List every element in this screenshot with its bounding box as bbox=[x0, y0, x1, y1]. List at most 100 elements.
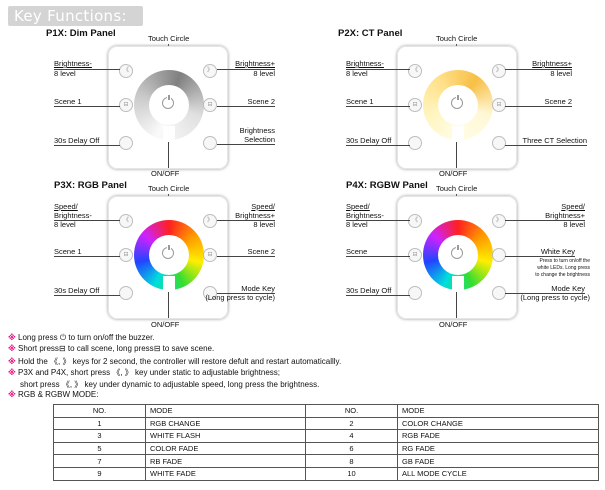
selection-icon[interactable] bbox=[492, 136, 506, 150]
scene-icon: ⊟ bbox=[58, 344, 66, 353]
p4x-left-label-1: Speed/ bbox=[346, 202, 370, 211]
col-mode-2: MODE bbox=[397, 404, 599, 418]
mode-icon[interactable] bbox=[492, 286, 506, 300]
col-mode-1: MODE bbox=[145, 404, 306, 418]
mode-table: NO. MODE NO. MODE 1 RGB CHANGE 2 COLOR C… bbox=[53, 404, 599, 481]
p3x-title: P3X: RGB Panel bbox=[54, 180, 127, 191]
right-arrow-icon: 》 bbox=[62, 357, 71, 366]
p4x-right-label-6: (Long press to cycle) bbox=[520, 293, 590, 302]
p4x-left-label-3: 8 level bbox=[346, 220, 368, 229]
p1x-right-label-1: Brightness+ bbox=[235, 59, 275, 68]
col-no-2: NO. bbox=[305, 404, 398, 418]
p3x-onoff-label: ON/OFF bbox=[151, 320, 180, 329]
p2x-right-label-1: Brightness+ bbox=[532, 59, 572, 68]
p1x-right-label-4: Brightness bbox=[239, 126, 275, 135]
power-icon[interactable] bbox=[162, 245, 174, 259]
white-key-icon[interactable] bbox=[492, 248, 506, 262]
p2x-left-label-2: 8 level bbox=[346, 69, 368, 78]
note-scene: ※ Short press⊟ to call scene, long press… bbox=[8, 344, 215, 353]
p2x-right-label-4: Three CT Selection bbox=[522, 136, 587, 145]
col-no-1: NO. bbox=[53, 404, 146, 418]
p3x-left-label-1: Speed/ bbox=[54, 202, 78, 211]
scene-2-icon[interactable]: ⊟ bbox=[203, 98, 217, 112]
p3x-right-label-2: Brightness+ bbox=[235, 211, 275, 220]
left-arrow-icon: 《 bbox=[61, 380, 70, 389]
p1x-touch-ring[interactable] bbox=[134, 70, 204, 142]
section-title: Key Functions: bbox=[14, 7, 127, 25]
table-row: 1 RGB CHANGE 2 COLOR CHANGE bbox=[53, 416, 599, 431]
power-icon[interactable] bbox=[162, 95, 174, 109]
p2x-left-label-1: Brightness- bbox=[346, 59, 384, 68]
right-arrow-icon[interactable]: 》 bbox=[492, 64, 506, 78]
left-arrow-icon[interactable]: 《 bbox=[119, 214, 133, 228]
left-arrow-icon[interactable]: 《 bbox=[408, 214, 422, 228]
p1x-left-label-1: Brightness- bbox=[54, 59, 92, 68]
p2x-touch-circle-label: Touch Circle bbox=[436, 34, 478, 43]
p4x-onoff-label: ON/OFF bbox=[439, 320, 468, 329]
selection-icon[interactable] bbox=[203, 136, 217, 150]
p2x-title: P2X: CT Panel bbox=[338, 28, 403, 39]
p1x-right-label-3: Scene 2 bbox=[247, 97, 275, 106]
note-mode-heading: ※ RGB & RGBW MODE: bbox=[8, 390, 99, 399]
note-restore: ※ Hold the 《, 》 keys for 2 second, the c… bbox=[8, 357, 342, 366]
right-arrow-icon: 》 bbox=[74, 380, 83, 389]
delay-off-icon[interactable] bbox=[119, 286, 133, 300]
delay-off-icon[interactable] bbox=[408, 286, 422, 300]
p3x-left-label-4: Scene 1 bbox=[54, 247, 82, 256]
power-icon: ⏻ bbox=[59, 333, 67, 342]
scene-1-icon[interactable]: ⊟ bbox=[119, 248, 133, 262]
delay-off-icon[interactable] bbox=[119, 136, 133, 150]
p3x-right-label-6: (Long press to cycle) bbox=[205, 293, 275, 302]
p2x-left-label-3: Scene 1 bbox=[346, 97, 374, 106]
delay-off-icon[interactable] bbox=[408, 136, 422, 150]
right-arrow-icon[interactable]: 》 bbox=[203, 214, 217, 228]
p1x-right-label-2: 8 level bbox=[253, 69, 275, 78]
left-arrow-icon: 《 bbox=[50, 357, 59, 366]
p4x-left-label-5: 30s Delay Off bbox=[346, 286, 392, 295]
mode-icon[interactable] bbox=[203, 286, 217, 300]
p4x-right-label-2: Brightness+ bbox=[545, 211, 585, 220]
p4x-right-label-3: 8 level bbox=[563, 220, 585, 229]
right-arrow-icon[interactable]: 》 bbox=[492, 214, 506, 228]
power-icon[interactable] bbox=[451, 245, 463, 259]
p4x-touch-circle-label: Touch Circle bbox=[436, 184, 478, 193]
power-icon[interactable] bbox=[451, 95, 463, 109]
right-arrow-icon[interactable]: 》 bbox=[203, 64, 217, 78]
p3x-right-label-3: 8 level bbox=[253, 220, 275, 229]
p1x-left-label-4: 30s Delay Off bbox=[54, 136, 100, 145]
p4x-title: P4X: RGBW Panel bbox=[346, 180, 428, 191]
left-arrow-icon[interactable]: 《 bbox=[119, 64, 133, 78]
p4x-right-label-4: White Key bbox=[540, 247, 575, 256]
p1x-right-label-5: Selection bbox=[244, 135, 275, 144]
p2x-panel: 《 》 ⊟ ⊟ bbox=[397, 46, 517, 169]
scene-1-icon[interactable]: ⊟ bbox=[408, 98, 422, 112]
table-row: 9 WHITE FADE 10 ALL MODE CYCLE bbox=[53, 466, 599, 481]
p3x-touch-circle-label: Touch Circle bbox=[148, 184, 190, 193]
table-row: 3 WHITE FLASH 4 RGB FADE bbox=[53, 429, 599, 443]
p3x-left-label-2: Brightness- bbox=[54, 211, 92, 220]
note-buzzer: ※ Long press ⏻ to turn on/off the buzzer… bbox=[8, 333, 155, 342]
p1x-left-label-2: 8 level bbox=[54, 69, 76, 78]
p4x-white-note-1: Press to turn on/off the bbox=[539, 258, 591, 264]
scene-icon: ⊟ bbox=[153, 344, 161, 353]
table-header-row: NO. MODE NO. MODE bbox=[53, 404, 599, 418]
p4x-right-label-5: Mode Key bbox=[551, 284, 585, 293]
left-arrow-icon[interactable]: 《 bbox=[408, 64, 422, 78]
scene-1-icon[interactable]: ⊟ bbox=[119, 98, 133, 112]
p2x-touch-ring[interactable] bbox=[423, 70, 493, 142]
p2x-onoff-label: ON/OFF bbox=[439, 169, 468, 178]
p2x-right-label-2: 8 level bbox=[550, 69, 572, 78]
table-row: 5 COLOR FADE 6 RG FADE bbox=[53, 441, 599, 456]
p3x-right-label-1: Speed/ bbox=[251, 202, 275, 211]
p3x-left-label-3: 8 level bbox=[54, 220, 76, 229]
section-header: Key Functions: bbox=[8, 6, 143, 26]
p3x-left-label-5: 30s Delay Off bbox=[54, 286, 100, 295]
left-arrow-icon: 《 bbox=[112, 368, 121, 377]
scene-2-icon[interactable]: ⊟ bbox=[492, 98, 506, 112]
p4x-left-label-4: Scene bbox=[346, 247, 368, 256]
p2x-left-label-4: 30s Delay Off bbox=[346, 136, 392, 145]
scene-1-icon[interactable]: ⊟ bbox=[408, 248, 422, 262]
scene-2-icon[interactable]: ⊟ bbox=[203, 248, 217, 262]
p1x-left-label-3: Scene 1 bbox=[54, 97, 82, 106]
p1x-touch-circle-label: Touch Circle bbox=[148, 34, 190, 43]
